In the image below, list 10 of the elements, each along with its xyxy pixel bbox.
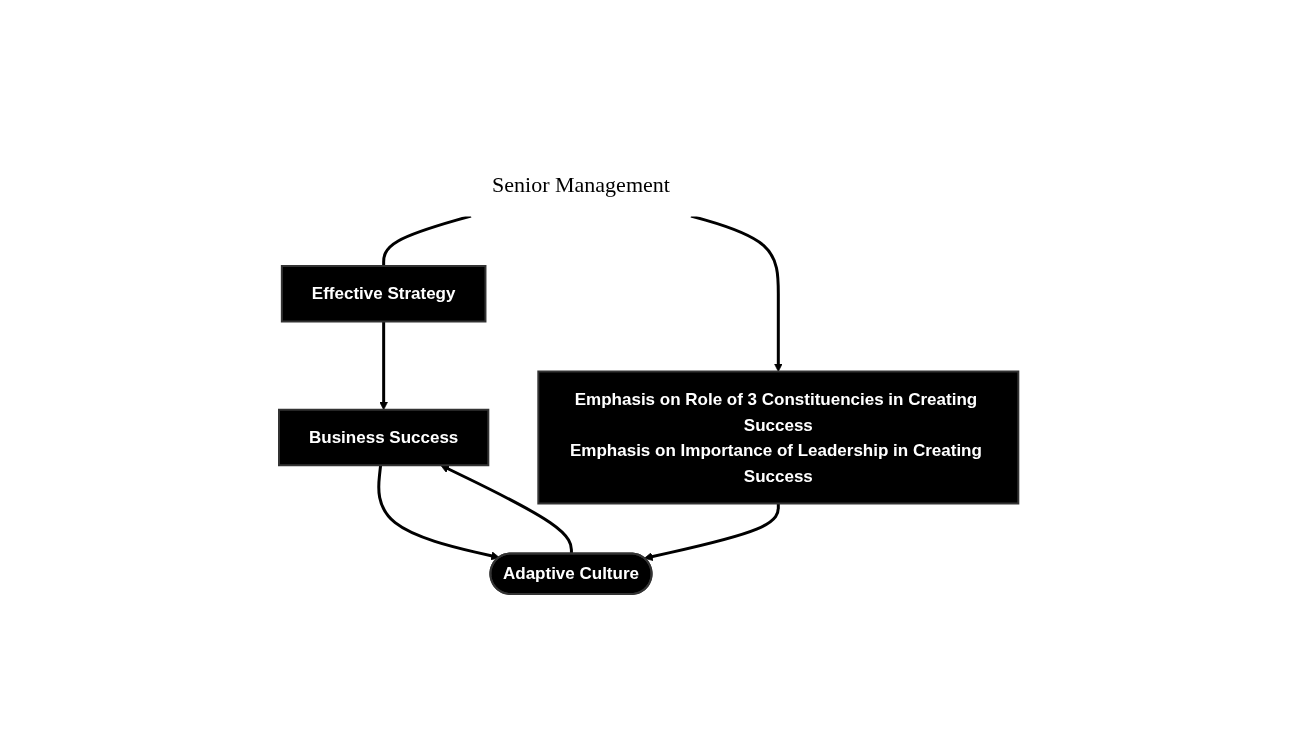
arrow <box>690 214 783 372</box>
node-box <box>280 265 487 323</box>
node-text: Senior Management <box>491 172 670 197</box>
arrow <box>440 464 573 555</box>
arrow <box>379 321 388 411</box>
arrow <box>643 503 780 561</box>
connector <box>382 214 472 266</box>
node-box <box>277 408 490 467</box>
node-box <box>537 370 1020 505</box>
arrow <box>377 465 500 561</box>
